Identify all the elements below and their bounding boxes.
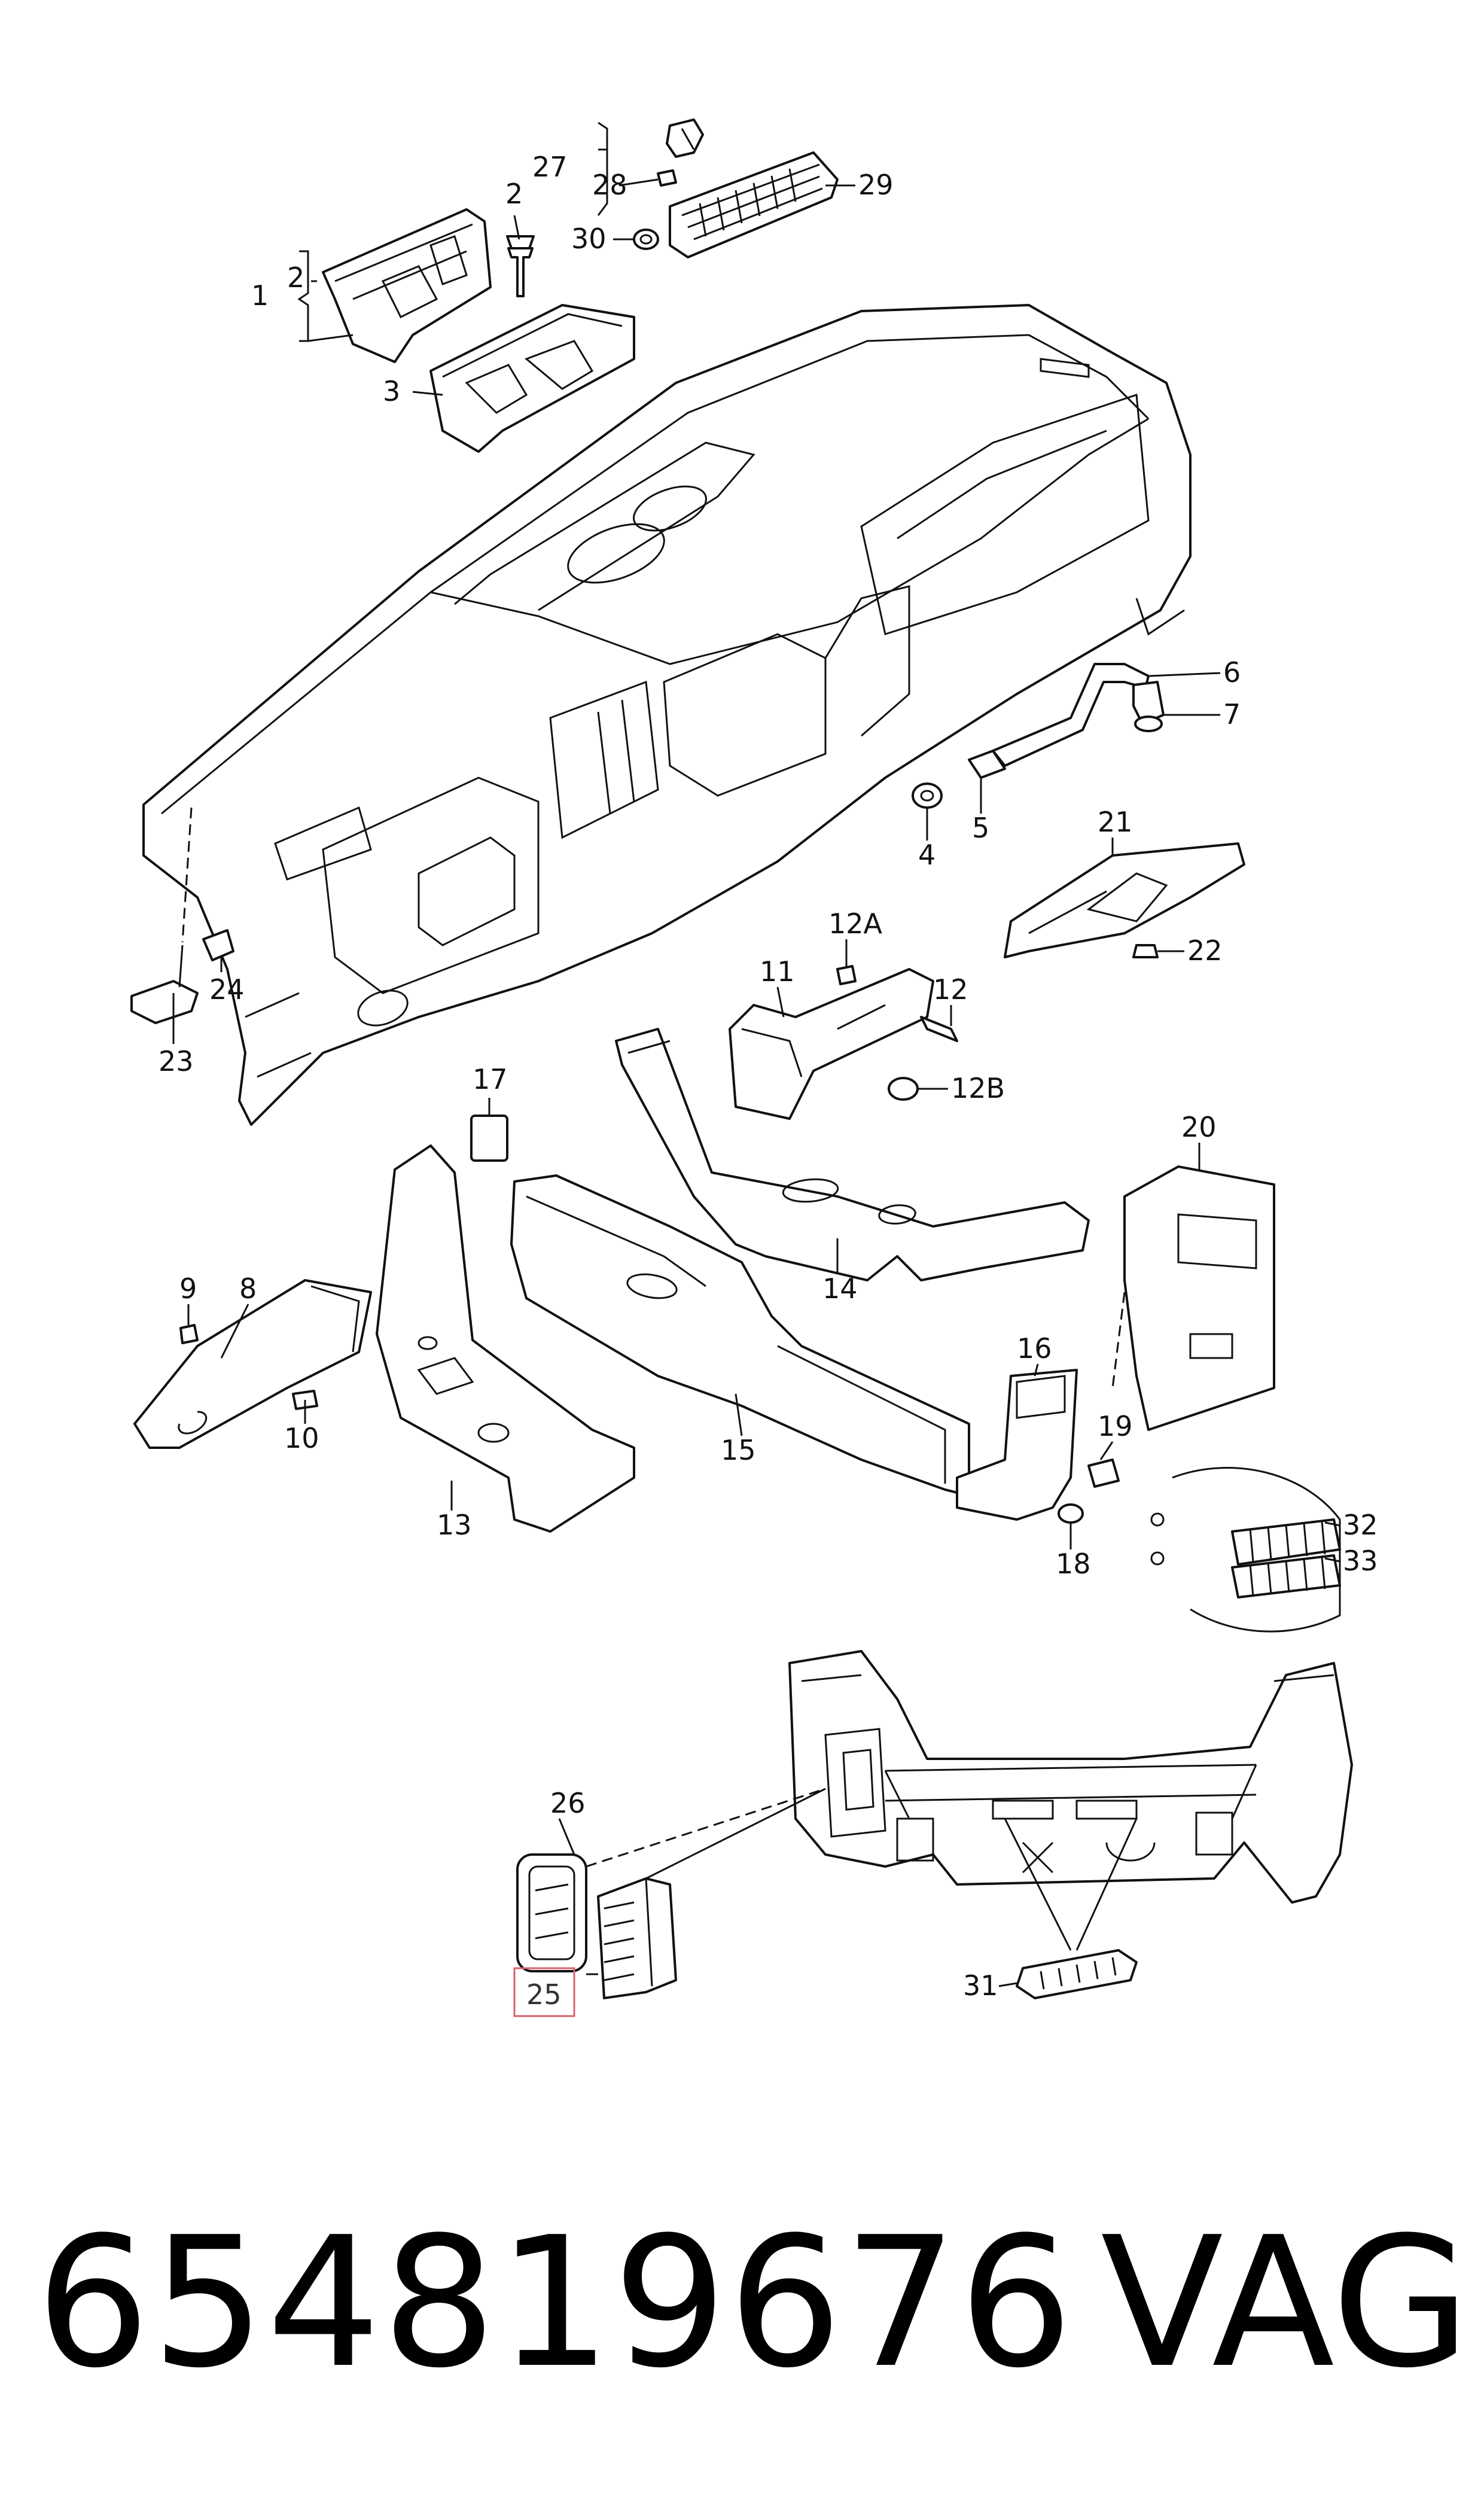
callout-12: 12 [933, 973, 968, 1006]
plug-part-5 [968, 750, 1006, 779]
screw-part-2 [506, 235, 535, 297]
vent-part-3 [429, 304, 635, 453]
duct-part-11 [729, 968, 934, 1120]
vent-part-25 [597, 1877, 677, 1999]
callout-13: 13 [437, 1509, 472, 1541]
duct-part-16 [956, 1369, 1078, 1521]
vent-part-26 [516, 1853, 587, 1972]
callout-16: 16 [1017, 1332, 1052, 1365]
callout-21: 21 [1098, 806, 1133, 838]
callout-17: 17 [473, 1063, 508, 1095]
clip-part-9 [179, 1324, 199, 1344]
duct-part-21 [1004, 842, 1245, 958]
callout-6: 6 [1223, 656, 1241, 689]
callout-25: 25 [526, 1978, 562, 2011]
vent-part-1 [322, 208, 492, 363]
manufacturer-name: VAG [1101, 2199, 1471, 2407]
callout-12A: 12A [828, 908, 883, 940]
rear-body-panel [788, 1650, 1353, 1904]
detail-view-32-33 [1150, 1467, 1341, 1633]
rear-vent-part-20 [1123, 1165, 1275, 1431]
sensor-part-27 [666, 118, 704, 158]
speaker-grille-29 [669, 151, 839, 258]
clip-part-28 [657, 169, 677, 187]
callout-22: 22 [1187, 934, 1223, 967]
footer: 654819676 VAG [0, 2213, 1484, 2393]
clip-part-19 [1087, 1459, 1120, 1488]
callout-18: 18 [1056, 1548, 1091, 1580]
callout-29: 29 [858, 169, 894, 201]
callout-30: 30 [571, 223, 607, 255]
plug-part-18 [1058, 1503, 1084, 1524]
clip-part-22 [1132, 944, 1159, 958]
callout-14: 14 [822, 1272, 858, 1305]
callout-31: 31 [963, 1969, 998, 2002]
clip-part-12A [836, 965, 857, 985]
nut-part-12B [888, 1077, 919, 1101]
callout-19: 19 [1098, 1410, 1133, 1442]
callout-2b: 2 [505, 178, 523, 210]
callout-25-highlight-box [513, 1967, 575, 2017]
callout-27: 27 [532, 151, 568, 183]
bracket-part-23 [130, 945, 199, 1024]
duct-part-14 [615, 1028, 1090, 1281]
vent-part-31 [1016, 1949, 1138, 1999]
callout-2a: 2 [287, 261, 304, 294]
screw-part-12 [920, 1016, 958, 1042]
callout-8: 8 [239, 1272, 257, 1305]
vent-part-17 [470, 1115, 508, 1162]
callout-4: 4 [918, 839, 936, 871]
callout-12B: 12B [951, 1072, 1005, 1104]
grommet-part-30 [633, 229, 659, 250]
seal-part-4 [912, 783, 943, 809]
cap-part-7 [1132, 681, 1165, 732]
callout-1: 1 [251, 279, 269, 312]
callout-3: 3 [383, 375, 400, 407]
callout-23: 23 [159, 1045, 194, 1077]
clip-part-24 [202, 929, 234, 961]
callout-5: 5 [972, 812, 989, 844]
duct-part-8 [133, 1279, 372, 1449]
callout-15: 15 [721, 1434, 756, 1466]
callout-11: 11 [760, 955, 795, 988]
callout-9: 9 [179, 1272, 197, 1305]
part-number: 654819676 [36, 2199, 1074, 2407]
callout-labels: 1 2 2 3 4 5 6 7 8 9 10 11 12 12A 12B 13 … [159, 151, 1378, 2011]
callout-10: 10 [284, 1422, 319, 1454]
dashboard [142, 304, 1192, 1126]
callout-28: 28 [592, 169, 627, 201]
callout-32: 32 [1343, 1509, 1378, 1541]
callout-24: 24 [209, 973, 245, 1006]
callout-33: 33 [1343, 1545, 1378, 1577]
leader-lines [172, 121, 1340, 2017]
callout-20: 20 [1181, 1111, 1217, 1143]
duct-part-13 [376, 1144, 635, 1533]
callout-7: 7 [1223, 698, 1241, 730]
callout-26: 26 [550, 1787, 586, 1819]
